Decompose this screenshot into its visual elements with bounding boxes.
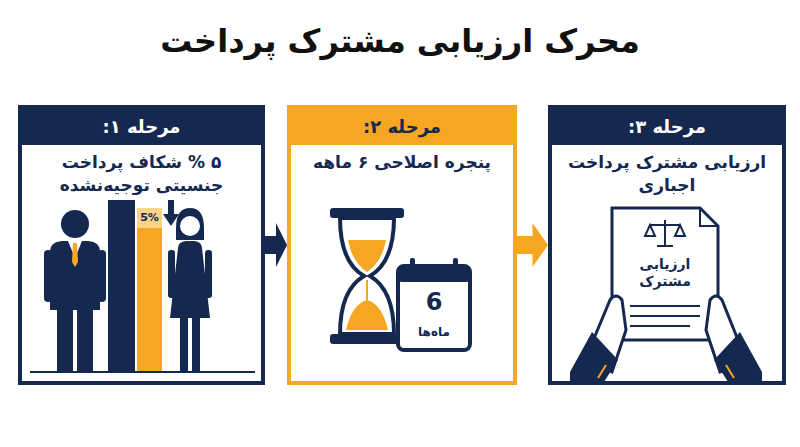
illustration-label: ماه‌ها (402, 325, 466, 339)
stage-description: پنجره اصلاحی ۶ ماهه (291, 145, 513, 174)
flow-arrow (517, 223, 548, 267)
flow-arrow (265, 223, 287, 267)
calendar (398, 258, 470, 350)
diagram-title: محرک ارزیابی مشترک پرداخت (0, 22, 800, 60)
man-figure (44, 210, 106, 372)
stage-panel: مرحله ۱:۵ % شکاف پرداخت جنسیتی توجیه‌نشد… (18, 105, 265, 385)
scales-icon (645, 220, 685, 246)
hourglass (330, 208, 404, 344)
stage-heading: مرحله ۳: (552, 109, 782, 145)
illustration-label: ارزیابی مشترک (630, 256, 700, 290)
document (612, 208, 718, 340)
stage-panel: مرحله ۳:ارزیابی مشترک پرداخت اجباری (548, 105, 786, 385)
stage-description: ۵ % شکاف پرداخت جنسیتی توجیه‌نشده (22, 145, 261, 197)
woman-figure (168, 208, 212, 372)
illustration-label: 5% (138, 211, 162, 224)
hands (570, 296, 762, 385)
stage-panel: مرحله ۲:پنجره اصلاحی ۶ ماهه (287, 105, 517, 385)
pay-bar (137, 208, 162, 372)
stage-heading: مرحله ۲: (291, 109, 513, 145)
illustration-label: 6 (404, 288, 464, 317)
pay-bar (108, 200, 135, 372)
stage-heading: مرحله ۱: (22, 109, 261, 145)
stage-description: ارزیابی مشترک پرداخت اجباری (552, 145, 782, 197)
